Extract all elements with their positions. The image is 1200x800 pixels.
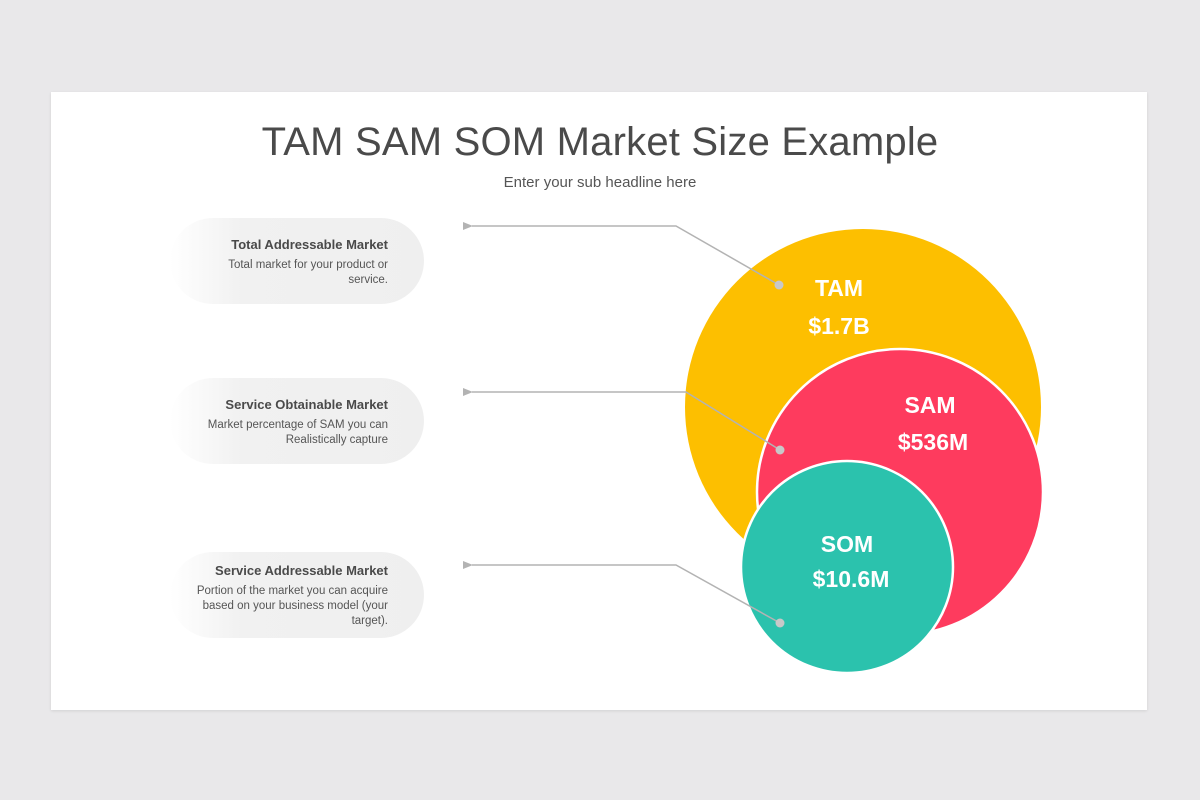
pill-heading: Service Obtainable Market [225, 397, 388, 412]
som-value: $10.6M [813, 566, 890, 592]
tam-label: TAM [815, 275, 863, 301]
connector-dot [775, 445, 785, 455]
connector-som [463, 561, 781, 624]
slide-subtitle: Enter your sub headline here [503, 174, 697, 191]
info-pill-tam: Total Addressable Market Total market fo… [170, 218, 424, 304]
pill-heading: Total Addressable Market [231, 237, 388, 252]
info-pill-sam: Service Addressable Market Portion of th… [170, 552, 424, 638]
pill-description-line: Portion of the market you can acquire [196, 585, 388, 597]
som-circle [739, 459, 955, 675]
pill-description-line: Realistically capture [285, 434, 388, 446]
tam-value: $1.7B [808, 313, 869, 339]
pill-description-line: Market percentage of SAM you can [207, 419, 388, 431]
pill-heading: Service Addressable Market [215, 563, 388, 578]
pill-description-line: Total market for your product or [228, 259, 388, 271]
pill-description: Market percentage of SAM you can Realist… [178, 418, 388, 448]
pill-description: Portion of the market you can acquire ba… [178, 584, 388, 629]
connector-dot [775, 618, 785, 628]
sam-value: $536M [898, 429, 968, 455]
pill-description-line: target). [351, 615, 388, 627]
connector-dot [774, 280, 784, 290]
pill-description: Total market for your product or service… [178, 258, 388, 288]
pill-description-line: based on your business model (your [202, 600, 388, 612]
som-label: SOM [821, 531, 873, 557]
connector-sam [463, 388, 781, 451]
pill-description-line: service. [348, 274, 388, 286]
connector-tam [463, 222, 780, 286]
slide-title: TAM SAM SOM Market Size Example [261, 120, 939, 164]
sam-label: SAM [904, 392, 955, 418]
info-pill-som: Service Obtainable Market Market percent… [170, 378, 424, 464]
